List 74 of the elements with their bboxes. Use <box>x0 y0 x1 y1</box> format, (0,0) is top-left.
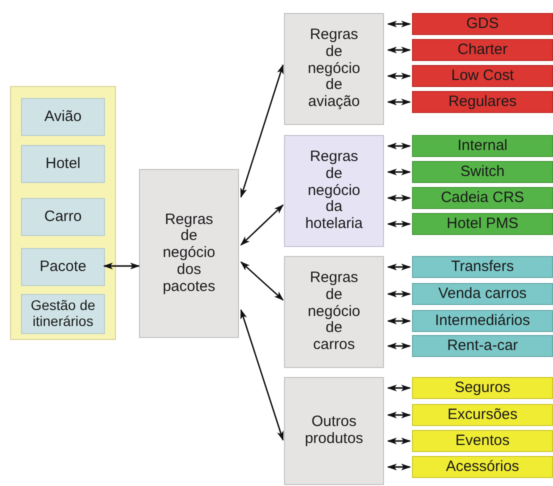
node-label: Cadeia CRS <box>440 190 524 206</box>
arrow <box>240 204 284 246</box>
module-box <box>21 145 105 183</box>
rules-box <box>284 256 384 368</box>
option-box <box>412 65 553 87</box>
module-box <box>21 198 105 236</box>
rules-box <box>284 13 384 125</box>
option-box <box>412 256 553 278</box>
node-label: Regras de negócio da hotelaria <box>304 149 364 233</box>
arrow <box>387 194 411 202</box>
node-label: Low Cost <box>451 68 514 84</box>
arrow <box>387 412 411 418</box>
arrow <box>387 290 411 298</box>
arrow <box>387 438 411 444</box>
node-label: Carro <box>44 208 82 226</box>
option-box <box>412 135 553 157</box>
option-box <box>412 310 553 332</box>
node-label: Regulares <box>448 94 517 110</box>
arrow <box>387 318 411 324</box>
option-box <box>412 161 553 183</box>
module-box <box>21 294 105 334</box>
rules-box <box>284 377 384 485</box>
node-label: Rent-a-car <box>447 338 518 354</box>
node-label: Seguros <box>454 380 510 396</box>
arrow <box>387 464 411 470</box>
arrow <box>240 309 284 441</box>
module-box <box>21 98 105 136</box>
arrow <box>387 384 411 392</box>
option-box <box>412 213 553 235</box>
node-label: Acessórios <box>446 458 520 476</box>
option-box <box>412 283 553 305</box>
node-label: Venda carros <box>438 286 527 302</box>
node-label: Excursões <box>447 406 518 424</box>
arrow <box>387 220 411 228</box>
arrow <box>240 261 284 301</box>
option-box <box>412 456 553 478</box>
node-label: Eventos <box>455 432 510 450</box>
option-box <box>412 377 553 399</box>
node-label: Pacote <box>40 258 86 276</box>
option-box <box>412 39 553 61</box>
arrow <box>387 72 411 80</box>
node-label: Outros produtos <box>304 414 364 448</box>
arrow <box>387 168 411 176</box>
option-box <box>412 335 553 357</box>
node-label: Gestão de itinerários <box>30 298 96 330</box>
node-label: Hotel <box>45 156 81 172</box>
arrow <box>387 264 411 270</box>
node-label: Hotel PMS <box>446 216 518 232</box>
node-label: Internal <box>457 138 508 154</box>
node-label: Avião <box>44 108 82 126</box>
rules-box <box>139 169 239 338</box>
option-box <box>412 404 553 426</box>
node-label: Intermediários <box>434 312 530 330</box>
module-box <box>21 248 105 286</box>
arrow <box>387 46 411 54</box>
arrow <box>387 342 411 350</box>
panel-box <box>10 86 116 340</box>
node-label: Transfers <box>451 258 514 276</box>
arrow <box>240 64 284 198</box>
option-box <box>412 187 553 209</box>
option-box <box>412 13 553 35</box>
node-label: Regras de negócio de carros <box>306 270 362 354</box>
option-box <box>412 91 553 113</box>
arrow <box>387 20 411 28</box>
node-label: Charter <box>457 42 508 58</box>
node-label: GDS <box>466 16 499 32</box>
option-box <box>412 430 553 452</box>
node-label: Switch <box>460 164 505 180</box>
node-label: Regras de negócio dos pacotes <box>162 212 216 296</box>
arrow <box>387 98 411 106</box>
arrow <box>103 262 140 270</box>
arrow <box>387 142 411 150</box>
node-label: Regras de negócio de aviação <box>306 27 362 111</box>
rules-box <box>284 135 384 247</box>
